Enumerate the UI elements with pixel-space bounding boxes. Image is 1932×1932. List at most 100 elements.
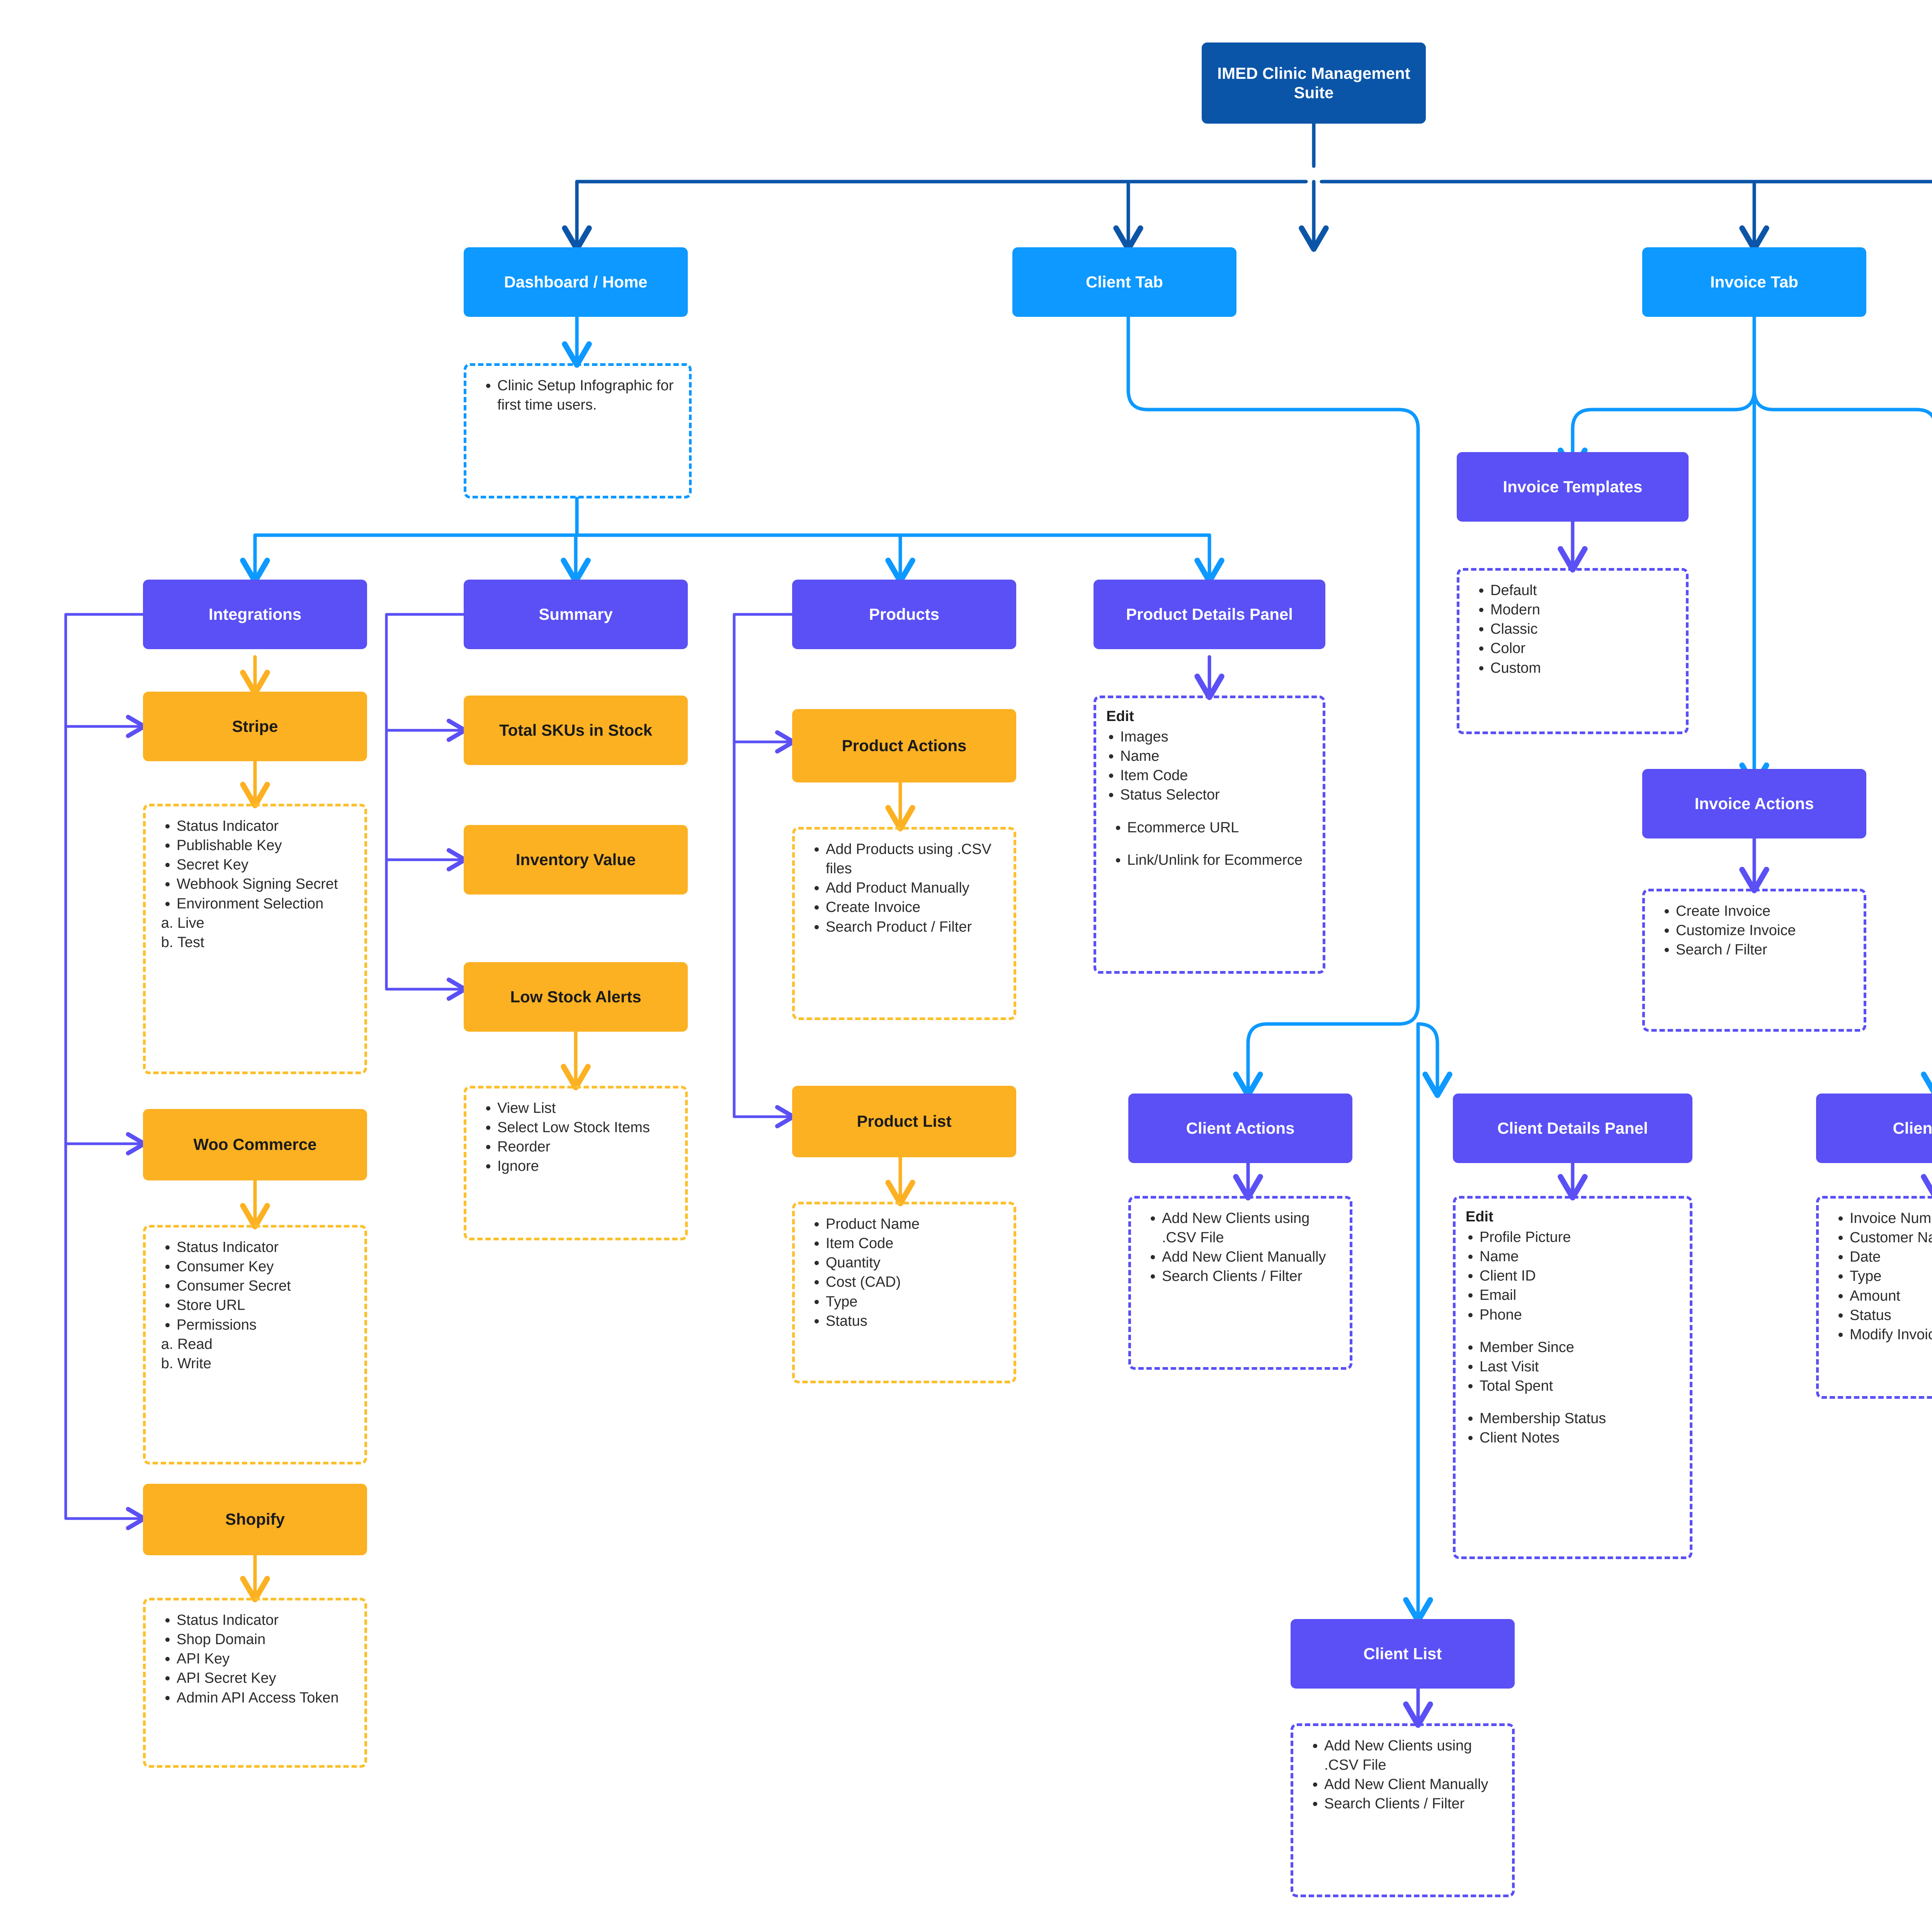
list-item: Test xyxy=(177,933,354,952)
note-invoice-client-list-columns: Invoice Number Customer Name Date Type A… xyxy=(1816,1196,1932,1399)
list-item: Name xyxy=(1120,747,1313,766)
note-invoice-actions-items: Create Invoice Customize Invoice Search … xyxy=(1642,889,1866,1032)
note-stripe-fields: Status Indicator Publishable Key Secret … xyxy=(143,804,367,1074)
note-product-details-edit: Edit Images Name Item Code Status Select… xyxy=(1094,696,1325,974)
list-item: Cost (CAD) xyxy=(826,1272,1003,1292)
note-list: Images Name Item Code Status Selector xyxy=(1106,727,1313,805)
node-label: Product Actions xyxy=(842,736,967,755)
node-low-stock-alerts[interactable]: Low Stock Alerts xyxy=(464,962,688,1032)
node-client-list-bottom[interactable]: Client List xyxy=(1291,1619,1515,1689)
note-list: Invoice Number Customer Name Date Type A… xyxy=(1829,1209,1932,1344)
list-item: Status Indicator xyxy=(177,1611,354,1630)
node-label: Client Tab xyxy=(1086,272,1163,291)
node-integrations[interactable]: Integrations xyxy=(143,580,367,649)
node-client-tab[interactable]: Client Tab xyxy=(1012,247,1236,317)
note-heading: Edit xyxy=(1466,1209,1493,1225)
list-item: View List xyxy=(497,1099,675,1118)
list-item: Create Invoice xyxy=(1676,901,1854,921)
note-list: Product Name Item Code Quantity Cost (CA… xyxy=(805,1214,1003,1331)
note-list: Add New Clients using .CSV File Add New … xyxy=(1141,1209,1340,1286)
node-inventory-value[interactable]: Inventory Value xyxy=(464,825,688,895)
list-item: API Secret Key xyxy=(177,1668,354,1688)
node-shopify[interactable]: Shopify xyxy=(143,1484,367,1555)
list-item: Ecommerce URL xyxy=(1127,818,1313,837)
list-item: Email xyxy=(1480,1286,1680,1305)
note-spacer xyxy=(1106,837,1313,850)
note-woocommerce-fields: Status Indicator Consumer Key Consumer S… xyxy=(143,1225,367,1464)
note-spacer xyxy=(1466,1396,1680,1409)
list-item: Search / Filter xyxy=(1676,940,1854,959)
list-item: Write xyxy=(177,1354,354,1373)
list-item: Name xyxy=(1480,1247,1680,1266)
list-item: API Key xyxy=(177,1649,354,1668)
list-item: Phone xyxy=(1480,1305,1680,1325)
list-item: Type xyxy=(1850,1267,1932,1286)
node-product-list[interactable]: Product List xyxy=(792,1086,1016,1157)
node-label: Total SKUs in Stock xyxy=(499,721,652,739)
list-item: Last Visit xyxy=(1480,1357,1680,1376)
node-dashboard-home[interactable]: Dashboard / Home xyxy=(464,247,688,317)
list-item: Add Products using .CSV files xyxy=(826,840,1003,878)
list-item: Add New Clients using .CSV File xyxy=(1324,1736,1502,1775)
note-list: Create Invoice Customize Invoice Search … xyxy=(1655,901,1854,959)
node-label: Client List xyxy=(1363,1644,1442,1663)
node-label: Woo Commerce xyxy=(193,1135,317,1154)
note-product-list-columns: Product Name Item Code Quantity Cost (CA… xyxy=(792,1202,1016,1383)
node-label: Client List xyxy=(1893,1119,1932,1137)
node-product-details-panel[interactable]: Product Details Panel xyxy=(1094,580,1325,649)
list-item: Permissions xyxy=(177,1315,354,1335)
list-item: Store URL xyxy=(177,1296,354,1315)
list-item: Type xyxy=(826,1292,1003,1311)
list-item: Add New Client Manually xyxy=(1324,1775,1502,1794)
note-list: Status Indicator Publishable Key Secret … xyxy=(156,816,354,913)
note-product-actions-items: Add Products using .CSV files Add Produc… xyxy=(792,827,1016,1020)
list-item: Product Name xyxy=(826,1214,1003,1234)
node-total-skus-in-stock[interactable]: Total SKUs in Stock xyxy=(464,696,688,765)
list-item: Publishable Key xyxy=(177,836,354,855)
list-item: Add New Client Manually xyxy=(1162,1247,1340,1267)
list-item: Link/Unlink for Ecommerce xyxy=(1127,850,1313,870)
node-label: Dashboard / Home xyxy=(504,272,648,291)
list-item: Color xyxy=(1490,639,1676,658)
list-item: Classic xyxy=(1490,619,1676,639)
list-item: Select Low Stock Items xyxy=(497,1118,675,1137)
node-stripe[interactable]: Stripe xyxy=(143,692,367,761)
list-item: Profile Picture xyxy=(1480,1228,1680,1247)
note-spacer xyxy=(1466,1325,1680,1338)
node-invoice-actions[interactable]: Invoice Actions xyxy=(1642,769,1866,838)
node-invoice-tab[interactable]: Invoice Tab xyxy=(1642,247,1866,317)
note-spacer xyxy=(1106,805,1313,818)
note-invoice-template-options: Default Modern Classic Color Custom xyxy=(1457,568,1689,734)
note-client-details-edit: Edit Profile Picture Name Client ID Emai… xyxy=(1453,1196,1692,1559)
node-label: Invoice Templates xyxy=(1503,477,1643,496)
note-list: Clinic Setup Infographic for first time … xyxy=(476,376,679,415)
node-product-actions[interactable]: Product Actions xyxy=(792,709,1016,782)
node-summary[interactable]: Summary xyxy=(464,580,688,649)
node-products[interactable]: Products xyxy=(792,580,1016,649)
list-item: Customize Invoice xyxy=(1676,921,1854,940)
note-client-actions-items: Add New Clients using .CSV File Add New … xyxy=(1128,1196,1352,1370)
list-item: Item Code xyxy=(826,1234,1003,1253)
list-item: Modern xyxy=(1490,600,1676,619)
note-list: View List Select Low Stock Items Reorder… xyxy=(476,1099,675,1176)
node-label: Inventory Value xyxy=(515,850,636,869)
list-item: Modify Invoice xyxy=(1850,1325,1932,1344)
list-item: Search Clients / Filter xyxy=(1162,1267,1340,1286)
list-item: Status Indicator xyxy=(177,816,354,836)
node-invoice-templates[interactable]: Invoice Templates xyxy=(1457,452,1689,522)
note-list: Add New Clients using .CSV File Add New … xyxy=(1303,1736,1502,1814)
node-client-actions[interactable]: Client Actions xyxy=(1128,1094,1352,1163)
node-invoice-client-list[interactable]: Client List xyxy=(1816,1094,1932,1163)
note-client-list-bottom-items: Add New Clients using .CSV File Add New … xyxy=(1291,1723,1515,1897)
node-root-imed-clinic-management-suite[interactable]: IMED Clinic Management Suite xyxy=(1202,43,1426,124)
list-item: Status xyxy=(1850,1306,1932,1325)
node-client-details-panel[interactable]: Client Details Panel xyxy=(1453,1094,1692,1163)
list-item: Create Invoice xyxy=(826,898,1003,917)
node-woo-commerce[interactable]: Woo Commerce xyxy=(143,1109,367,1180)
node-label: Invoice Actions xyxy=(1694,794,1814,813)
note-list-3: Membership Status Client Notes xyxy=(1466,1409,1680,1447)
node-label: Summary xyxy=(539,605,613,623)
list-item: Invoice Number xyxy=(1850,1209,1932,1228)
list-item: Default xyxy=(1490,581,1676,600)
